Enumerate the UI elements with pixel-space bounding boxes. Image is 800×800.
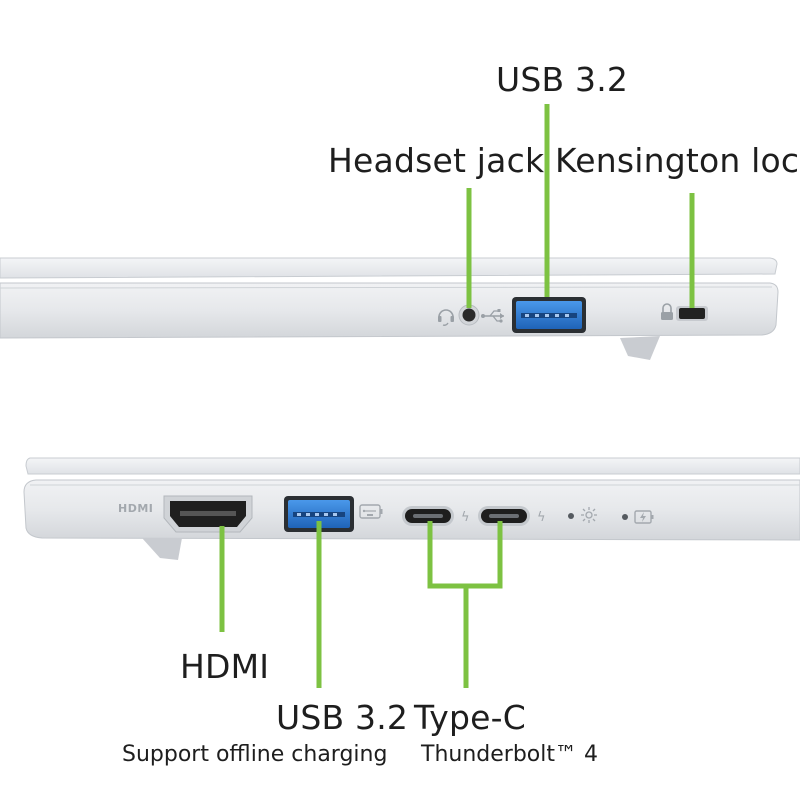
type-c-port-2 [478,506,530,526]
label-thunderbolt-4: Thunderbolt™ 4 [421,742,598,767]
hdmi-logo: HDMI [118,502,153,515]
usb-trident-icon [481,309,504,323]
callout-lines-bottom [219,521,503,688]
kensington-lock-slot [676,306,708,321]
kensington-lock-icon [661,303,673,320]
usb-a-port-bottom [284,496,354,532]
hdmi-port [163,495,253,533]
lid-edge-left [25,457,800,475]
label-usb-3-2-top: USB 3.2 [496,60,629,99]
label-kensington-lock: Kensington lock [555,141,800,180]
thunderbolt-icon: ϟ [461,510,470,525]
type-c-port-1 [402,506,454,526]
laptop-right-side [0,104,779,360]
callout-lines-top [466,104,695,308]
lid-edge [0,257,778,279]
label-hdmi: HDMI [180,647,270,686]
label-usb-3-2-bottom: USB 3.2 [276,698,409,737]
power-led-icon [568,507,597,523]
headset-jack-port [458,304,480,326]
usb-a-port-top [512,297,586,333]
thunderbolt-icon: ϟ [537,510,546,525]
label-type-c: Type-C [414,698,526,737]
laptop-foot [620,336,660,360]
battery-led-icon [622,510,654,524]
chassis-base [0,282,779,339]
laptop-left-side: HDMI [23,457,800,688]
label-headset-jack: Headset jack [328,141,545,180]
headset-icon [438,309,454,326]
laptop-foot-left [142,538,182,560]
label-support-offline-charging: Support offline charging [122,742,388,767]
usb-battery-icon [359,504,383,519]
